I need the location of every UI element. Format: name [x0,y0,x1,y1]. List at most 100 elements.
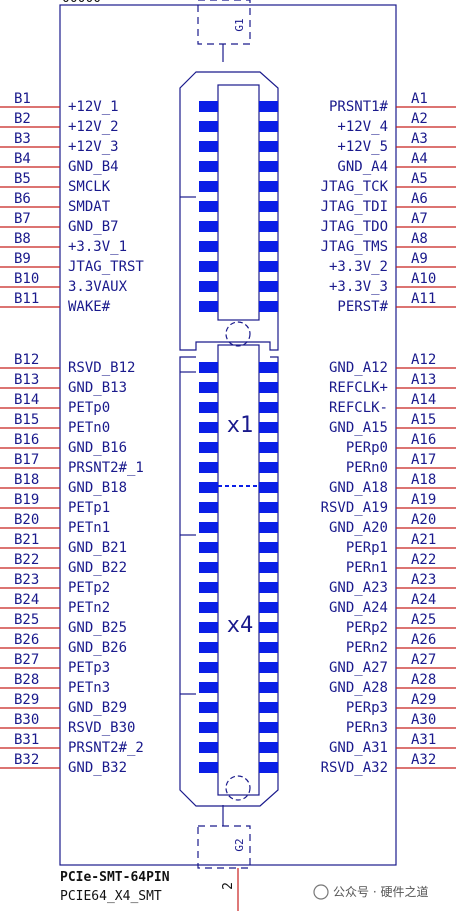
pin-number: A28 [411,672,436,688]
pin-name: GND_B13 [68,380,127,396]
pin-number: B11 [14,291,39,307]
pin-number: A23 [411,572,436,588]
pin-name: GND_A27 [329,660,388,676]
pad-right [259,722,278,733]
pin-left-b1: B1 +12V_1 [0,91,119,115]
pad-left [199,582,218,593]
pin-name: PERp2 [346,620,388,636]
pad-right [259,402,278,413]
pin-number: A5 [411,171,428,187]
g1-label: G1 [233,18,246,31]
pin-left-b8: B8+3.3V_1 [0,231,127,255]
pin-name: +12V_1 [68,99,119,115]
pin-left-b3: B3+12V_3 [0,131,119,155]
pin-number: B7 [14,211,31,227]
pin-number: A12 [411,352,436,368]
top-cut-label: 00000 [62,0,101,6]
pad-left [199,742,218,753]
pad-left [199,362,218,373]
pin-name: GND_B4 [68,159,119,175]
pad-left [199,442,218,453]
pin-number: A9 [411,251,428,267]
pin-number: A24 [411,592,436,608]
pad-left [199,281,218,292]
pad-left [199,502,218,513]
pin-name: GND_A15 [329,420,388,436]
pin-name: GND_B32 [68,760,127,776]
pin-name: PETn0 [68,420,110,436]
pin-name: GND_B7 [68,219,119,235]
pad-right [259,161,278,172]
pad-right [259,101,278,112]
symbol-body-outline [59,4,397,866]
pin-name: GND_A12 [329,360,388,376]
pad-left [199,522,218,533]
pin-right-a9: A9+3.3V_2 [329,251,456,275]
pin-number: B16 [14,432,39,448]
key-notch-top [225,321,251,347]
pin-name: +3.3V_3 [329,279,388,295]
pad-right [259,301,278,312]
pin-number: B1 [14,91,31,107]
pin-name: GND_B25 [68,620,127,636]
pin-number: B25 [14,612,39,628]
pin-name: GND_B18 [68,480,127,496]
pin-number: A18 [411,472,436,488]
pin-name: PETn2 [68,600,110,616]
pin-name: RSVD_B30 [68,720,135,736]
pin-name: GND_A28 [329,680,388,696]
pin-number: B19 [14,492,39,508]
pad-left [199,382,218,393]
pin-name: PRSNT2#_1 [68,460,144,476]
pad-right [259,582,278,593]
pin-name: REFCLK+ [329,380,388,396]
pad-left [199,702,218,713]
pad-left [199,101,218,112]
ground-pad-g1: G1 [197,0,251,62]
pad-left [199,221,218,232]
pad-right [259,742,278,753]
pin-number: B21 [14,532,39,548]
part-value: PCIE64_X4_SMT [60,889,162,904]
pin-number: A19 [411,492,436,508]
pad-right [259,522,278,533]
pin-name: JTAG_TCK [321,179,389,195]
pin-name: GND_B21 [68,540,127,556]
pin-name: PERn0 [346,460,388,476]
lane-label-x4: x4 [227,613,254,638]
pin-name: GND_A24 [329,600,388,616]
pin-number: B22 [14,552,39,568]
pin-name: GND_B29 [68,700,127,716]
pin-name: PERST# [337,299,388,315]
pad-right [259,622,278,633]
pin-number: A11 [411,291,436,307]
pin-name: GND_A23 [329,580,388,596]
pad-right [259,642,278,653]
pin-number: B29 [14,692,39,708]
pin-number: B23 [14,572,39,588]
